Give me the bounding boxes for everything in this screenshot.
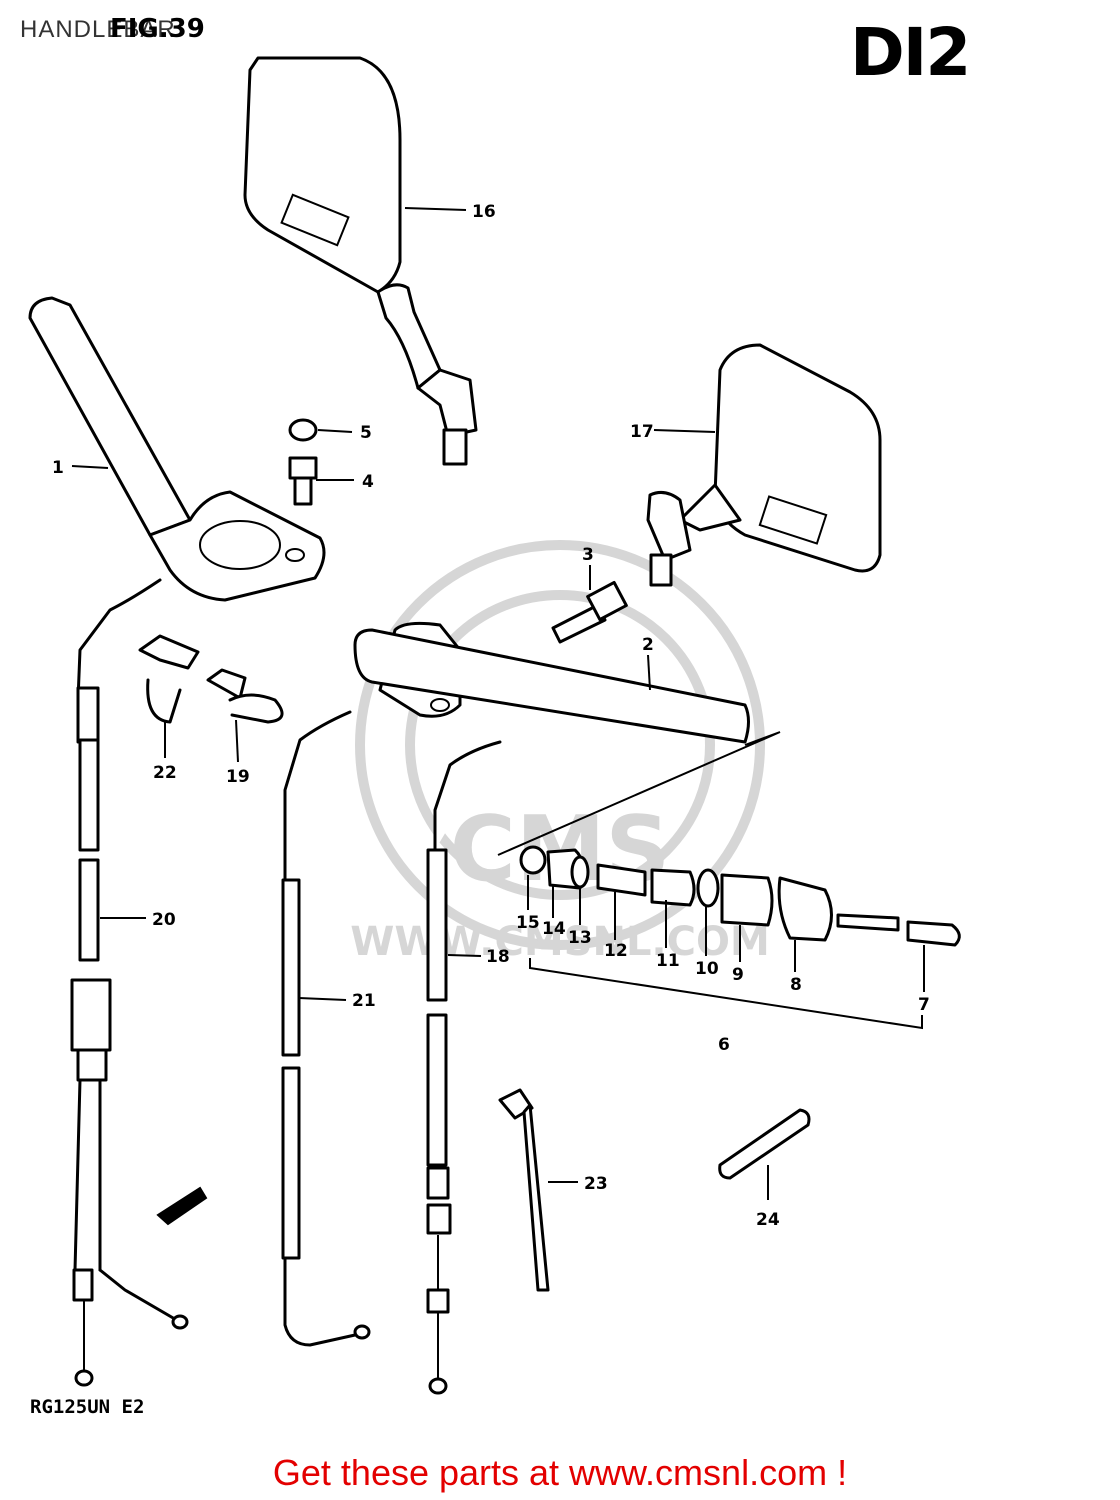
callout-15: 15 — [516, 913, 540, 933]
part-3-bolt[interactable] — [551, 580, 628, 644]
direction-arrow-icon — [156, 1186, 208, 1226]
part-22-clamp[interactable] — [138, 634, 200, 724]
callout-10: 10 — [695, 959, 719, 979]
part-20-cable[interactable] — [70, 578, 189, 1387]
part-4-bolt[interactable] — [288, 456, 318, 506]
callout-14: 14 — [542, 919, 566, 939]
part-21-cable[interactable] — [281, 710, 371, 1347]
callout-8: 8 — [790, 975, 802, 995]
page-title: HANDLEBAR — [20, 16, 176, 43]
callout-numbers: 1 2 3 4 5 6 7 8 9 10 11 12 13 14 15 16 1… — [52, 202, 930, 1230]
part-18-cable[interactable] — [426, 740, 502, 1395]
callout-16: 16 — [472, 202, 496, 222]
part-5-cap[interactable] — [288, 418, 318, 442]
callout-11: 11 — [656, 951, 680, 971]
callout-20: 20 — [152, 910, 176, 930]
callout-18: 18 — [486, 947, 510, 967]
callout-6: 6 — [718, 1035, 730, 1055]
part-19-clamp[interactable] — [206, 668, 284, 724]
callout-24: 24 — [756, 1210, 780, 1230]
watermark-text: WWW.CMSNL.COM — [350, 919, 770, 965]
callout-3: 3 — [582, 545, 594, 565]
part-16-mirror[interactable] — [243, 56, 478, 466]
callout-12: 12 — [604, 941, 628, 961]
model-code: RG125UN E2 — [30, 1396, 145, 1418]
callout-19: 19 — [226, 767, 250, 787]
callout-21: 21 — [352, 991, 376, 1011]
callout-7: 7 — [918, 995, 930, 1015]
footer-link[interactable]: Get these parts at www.cmsnl.com ! — [272, 1452, 848, 1493]
callout-9: 9 — [732, 965, 744, 985]
part-23-tie[interactable] — [498, 1088, 550, 1292]
leader-lines — [71, 207, 925, 1200]
callout-17: 17 — [630, 422, 654, 442]
figure-label: FIG.39 — [110, 14, 205, 44]
part-17-mirror[interactable] — [646, 343, 882, 587]
sheet-code: DI2 — [850, 14, 971, 91]
callout-4: 4 — [362, 472, 374, 492]
part-6-grip-assembly[interactable] — [497, 731, 961, 1030]
callout-22: 22 — [153, 763, 177, 783]
part-1-handlebar-left[interactable] — [28, 296, 326, 602]
callout-1: 1 — [52, 458, 64, 478]
part-24-strap[interactable] — [718, 1108, 811, 1180]
callout-5: 5 — [360, 423, 372, 443]
part-2-handlebar-right[interactable] — [353, 621, 750, 744]
callout-23: 23 — [584, 1174, 608, 1194]
callout-2: 2 — [642, 635, 654, 655]
callout-13: 13 — [568, 928, 592, 948]
